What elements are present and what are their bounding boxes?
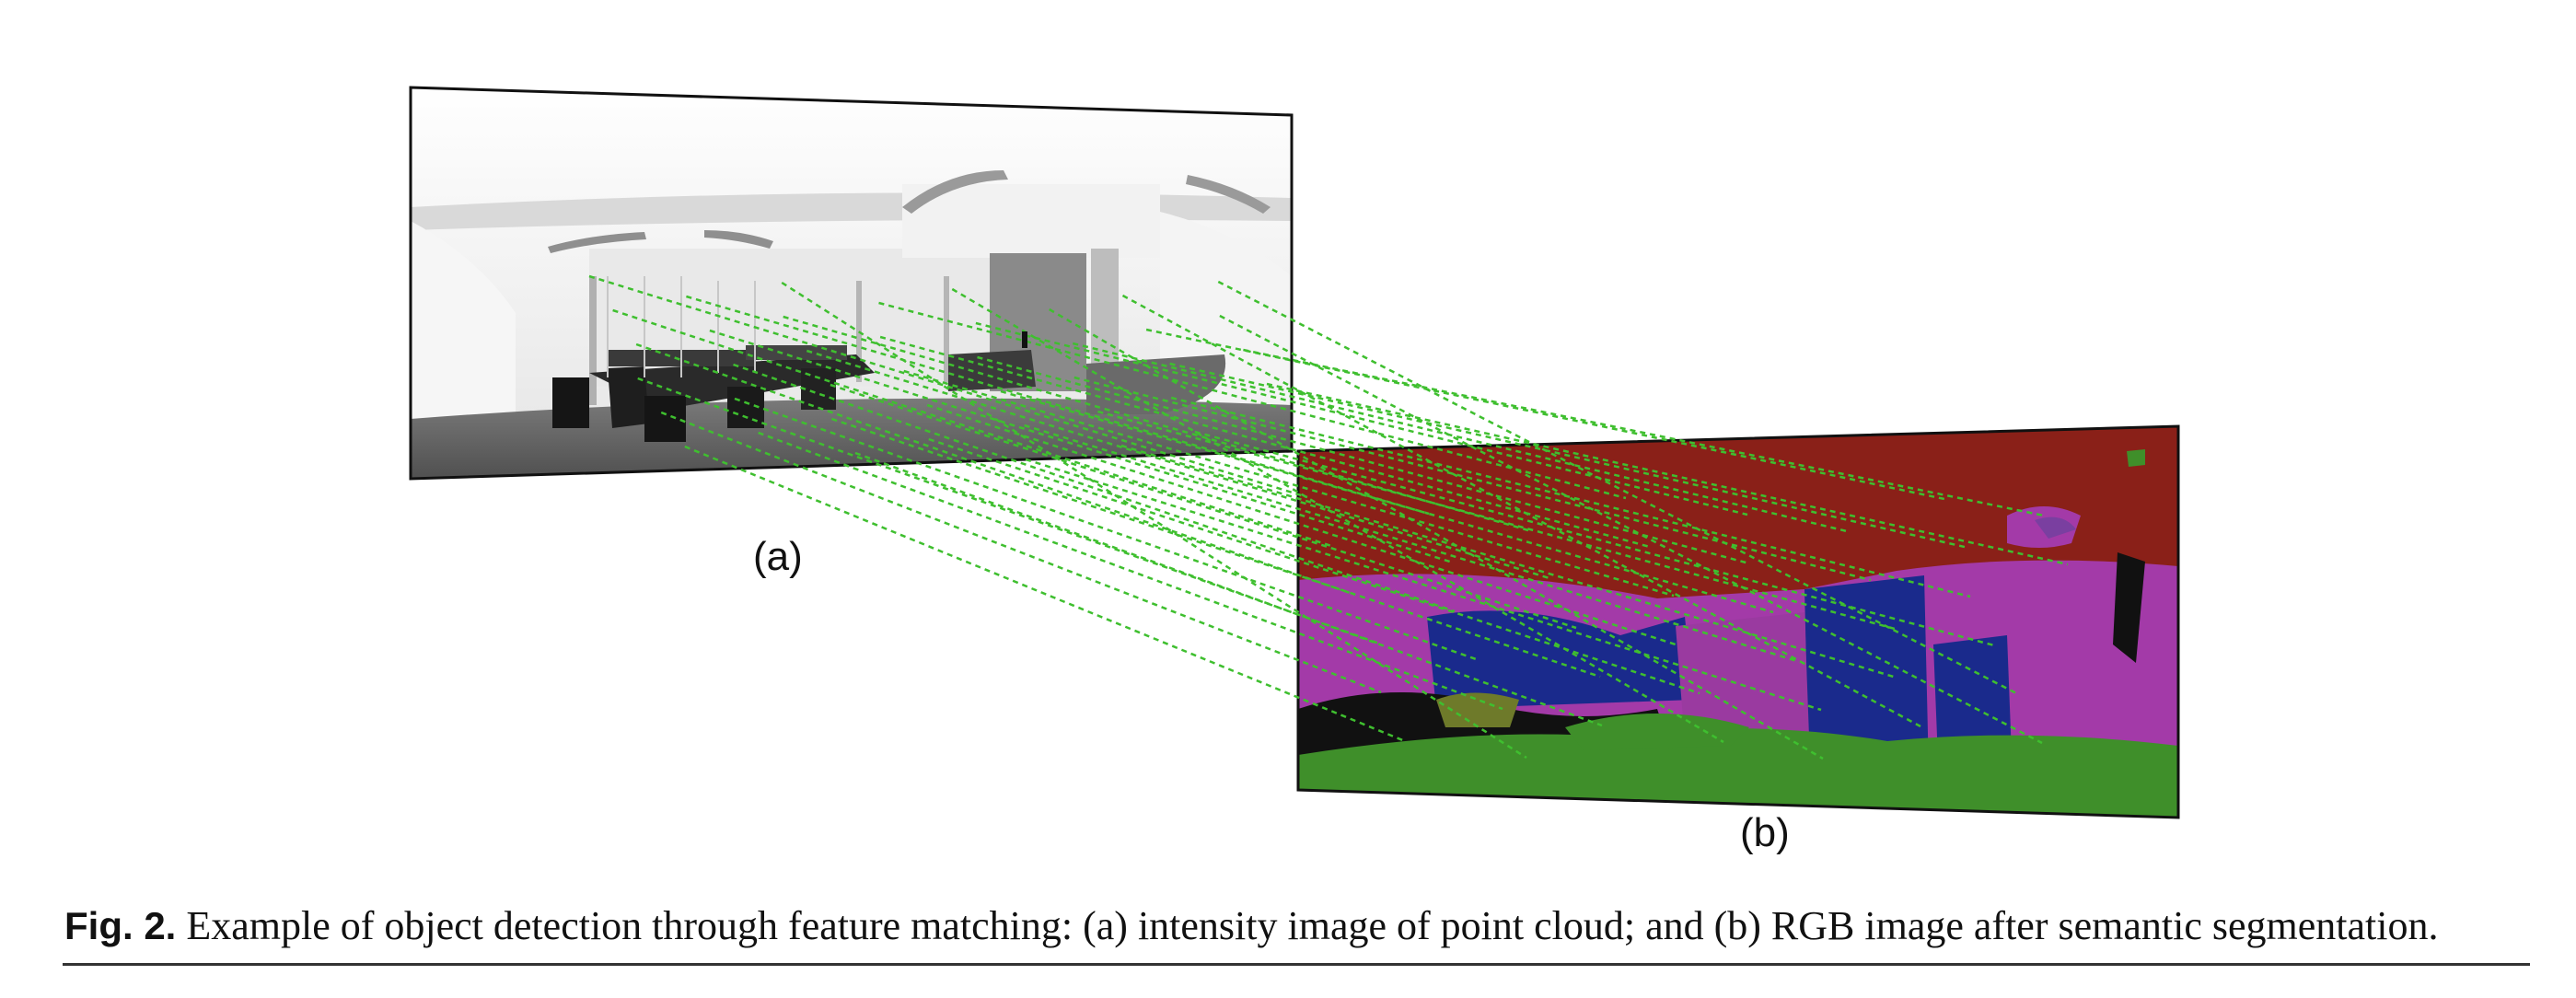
match-line xyxy=(635,342,1356,597)
match-line xyxy=(1073,376,1872,582)
figure-number: Fig. 2. xyxy=(64,904,177,947)
match-line xyxy=(1025,458,1822,712)
match-line xyxy=(1024,424,1798,663)
match-line xyxy=(951,287,1724,744)
match-line xyxy=(758,431,1503,711)
match-line xyxy=(781,281,1527,760)
match-line xyxy=(879,335,1651,549)
match-line xyxy=(783,315,1529,532)
match-line xyxy=(1145,328,1945,501)
panel-a-label: (a) xyxy=(753,534,803,579)
match-line xyxy=(806,349,1553,581)
match-line xyxy=(854,451,1603,727)
match-line xyxy=(686,295,1430,516)
match-line xyxy=(1073,342,1848,533)
match-line xyxy=(975,321,1748,516)
match-line xyxy=(1120,444,1897,679)
feature-match-lines xyxy=(588,274,2069,760)
match-line xyxy=(1194,430,1995,647)
match-line xyxy=(1219,314,2043,745)
match-line xyxy=(612,308,1332,548)
match-line xyxy=(1266,382,2069,566)
match-line xyxy=(1243,348,2045,517)
figure-illustration xyxy=(409,86,2180,819)
match-line xyxy=(709,329,1454,564)
match-line xyxy=(1169,362,1969,550)
match-line xyxy=(903,369,1675,598)
caption-text: Example of object detection through feat… xyxy=(186,903,2439,948)
caption-divider xyxy=(63,963,2530,966)
figure-caption: Fig. 2. Example of object detection thro… xyxy=(64,902,2532,949)
match-line xyxy=(977,355,1750,565)
segmentation-image-panel xyxy=(1296,424,2180,819)
match-line xyxy=(1217,280,2019,696)
match-line xyxy=(928,437,1700,695)
match-line xyxy=(878,301,1627,500)
match-line xyxy=(1049,308,1824,760)
match-line xyxy=(684,445,1406,743)
match-marker xyxy=(1022,331,1027,348)
match-line xyxy=(1000,389,1774,614)
match-line xyxy=(660,411,1382,694)
intensity-image-panel xyxy=(409,86,1294,481)
panel-b-label: (b) xyxy=(1740,810,1790,855)
match-line xyxy=(831,417,1601,679)
match-line xyxy=(588,274,1308,499)
